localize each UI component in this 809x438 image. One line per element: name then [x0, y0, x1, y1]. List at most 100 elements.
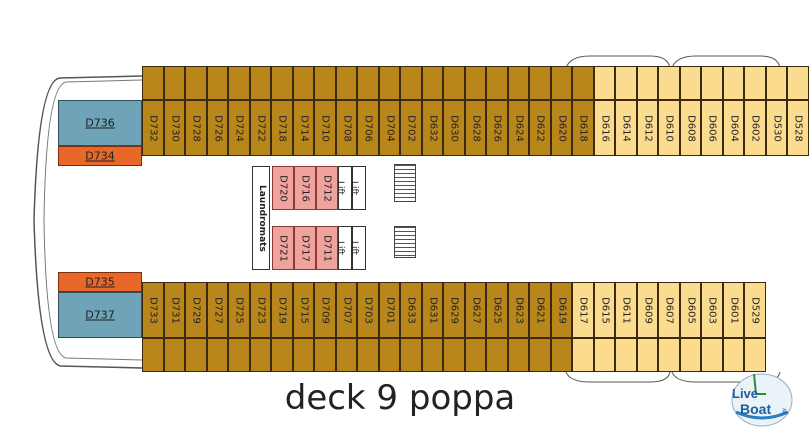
- cabin-D611[interactable]: D611: [615, 282, 637, 338]
- cabin-D716[interactable]: D716: [294, 166, 316, 210]
- cabin-D737[interactable]: D737: [58, 292, 142, 338]
- cabin-label: D607: [663, 297, 675, 324]
- cabin-label: D626: [491, 115, 503, 142]
- cabin-D529[interactable]: D529: [744, 282, 766, 338]
- cabin-label: D628: [470, 115, 481, 142]
- cabin-D607[interactable]: D607: [658, 282, 680, 338]
- cabin-label: D609: [642, 297, 653, 324]
- cabin-D616[interactable]: D616: [593, 100, 615, 156]
- cabin-D612[interactable]: D612: [636, 100, 658, 156]
- cabin-D622[interactable]: D622: [529, 100, 551, 156]
- cabin-D628[interactable]: D628: [464, 100, 486, 156]
- cabin-label: D715: [298, 297, 309, 324]
- cabin-label: D706: [362, 115, 374, 142]
- cabin-D618[interactable]: D618: [572, 100, 594, 156]
- cabin-D530[interactable]: D530: [765, 100, 787, 156]
- cabin-balcony: [249, 338, 271, 372]
- cabin-D609[interactable]: D609: [636, 282, 658, 338]
- stairs-bottom: [394, 226, 416, 258]
- cabin-D704[interactable]: D704: [378, 100, 400, 156]
- cabin-D719[interactable]: D719: [271, 282, 293, 338]
- cabin-D528[interactable]: D528: [787, 100, 809, 156]
- cabin-D601[interactable]: D601: [722, 282, 744, 338]
- cabin-D632[interactable]: D632: [421, 100, 443, 156]
- cabin-D703[interactable]: D703: [357, 282, 379, 338]
- cabin-D630[interactable]: D630: [443, 100, 465, 156]
- cabin-D733[interactable]: D733: [142, 282, 164, 338]
- cabin-D718[interactable]: D718: [271, 100, 293, 156]
- cabin-D709[interactable]: D709: [314, 282, 336, 338]
- cabin-D722[interactable]: D722: [249, 100, 271, 156]
- cabin-D707[interactable]: D707: [335, 282, 357, 338]
- lift-1: Lift: [335, 166, 352, 210]
- cabin-D701[interactable]: D701: [378, 282, 400, 338]
- cabin-D620[interactable]: D620: [550, 100, 572, 156]
- cabin-D615[interactable]: D615: [593, 282, 615, 338]
- cabin-D731[interactable]: D731: [163, 282, 185, 338]
- laundromats-label: Laundromats: [257, 185, 267, 252]
- cabin-balcony: [744, 66, 766, 100]
- cabin-D623[interactable]: D623: [507, 282, 529, 338]
- cabin-balcony: [249, 66, 271, 100]
- cabin-D725[interactable]: D725: [228, 282, 250, 338]
- cabin-D626[interactable]: D626: [486, 100, 508, 156]
- cabin-D711[interactable]: D711: [316, 226, 338, 270]
- cabin-D723[interactable]: D723: [249, 282, 271, 338]
- lift-label: Lift: [335, 180, 346, 196]
- cabin-balcony: [722, 338, 744, 372]
- cabin-D735[interactable]: D735: [58, 272, 142, 292]
- cabin-D721[interactable]: D721: [272, 226, 294, 270]
- cabin-D714[interactable]: D714: [292, 100, 314, 156]
- cabin-D629[interactable]: D629: [443, 282, 465, 338]
- cabin-D729[interactable]: D729: [185, 282, 207, 338]
- cabin-D712[interactable]: D712: [316, 166, 338, 210]
- cabin-D608[interactable]: D608: [679, 100, 701, 156]
- cabin-D621[interactable]: D621: [529, 282, 551, 338]
- cabin-balcony: [615, 338, 637, 372]
- cabin-balcony: [292, 338, 314, 372]
- cabin-D610[interactable]: D610: [658, 100, 680, 156]
- cabin-D720[interactable]: D720: [272, 166, 294, 210]
- cabin-D627[interactable]: D627: [464, 282, 486, 338]
- cabin-D734[interactable]: D734: [58, 146, 142, 166]
- cabin-balcony: [744, 338, 766, 372]
- cabin-label: D712: [321, 175, 333, 202]
- cabin-D617[interactable]: D617: [572, 282, 594, 338]
- cabin-label: D725: [233, 297, 245, 324]
- cabin-D602[interactable]: D602: [744, 100, 766, 156]
- cabin-D624[interactable]: D624: [507, 100, 529, 156]
- cabin-D710[interactable]: D710: [314, 100, 336, 156]
- cabin-balcony: [722, 66, 744, 100]
- cabin-D724[interactable]: D724: [228, 100, 250, 156]
- cabin-D619[interactable]: D619: [550, 282, 572, 338]
- cabin-D606[interactable]: D606: [701, 100, 723, 156]
- cabin-balcony: [228, 338, 250, 372]
- cabin-D633[interactable]: D633: [400, 282, 422, 338]
- cabin-balcony: [615, 66, 637, 100]
- cabin-D604[interactable]: D604: [722, 100, 744, 156]
- cabin-D715[interactable]: D715: [292, 282, 314, 338]
- cabin-D605[interactable]: D605: [679, 282, 701, 338]
- cabin-D625[interactable]: D625: [486, 282, 508, 338]
- cabin-balcony: [550, 338, 572, 372]
- cabin-D702[interactable]: D702: [400, 100, 422, 156]
- cabin-D631[interactable]: D631: [421, 282, 443, 338]
- cabin-D614[interactable]: D614: [615, 100, 637, 156]
- cabin-label: D614: [620, 115, 632, 142]
- cabin-balcony: [357, 338, 379, 372]
- cabin-D736[interactable]: D736: [58, 100, 142, 146]
- cabin-label: D604: [728, 115, 739, 142]
- cabin-balcony: [636, 338, 658, 372]
- cabin-label: D601: [728, 297, 739, 324]
- cabin-D728[interactable]: D728: [185, 100, 207, 156]
- cabin-D727[interactable]: D727: [206, 282, 228, 338]
- cabin-D732[interactable]: D732: [142, 100, 164, 156]
- cabin-D717[interactable]: D717: [294, 226, 316, 270]
- cabin-D730[interactable]: D730: [163, 100, 185, 156]
- cabin-D706[interactable]: D706: [357, 100, 379, 156]
- cabin-D603[interactable]: D603: [701, 282, 723, 338]
- cabin-D708[interactable]: D708: [335, 100, 357, 156]
- cabin-D726[interactable]: D726: [206, 100, 228, 156]
- cabin-label: D528: [792, 115, 804, 142]
